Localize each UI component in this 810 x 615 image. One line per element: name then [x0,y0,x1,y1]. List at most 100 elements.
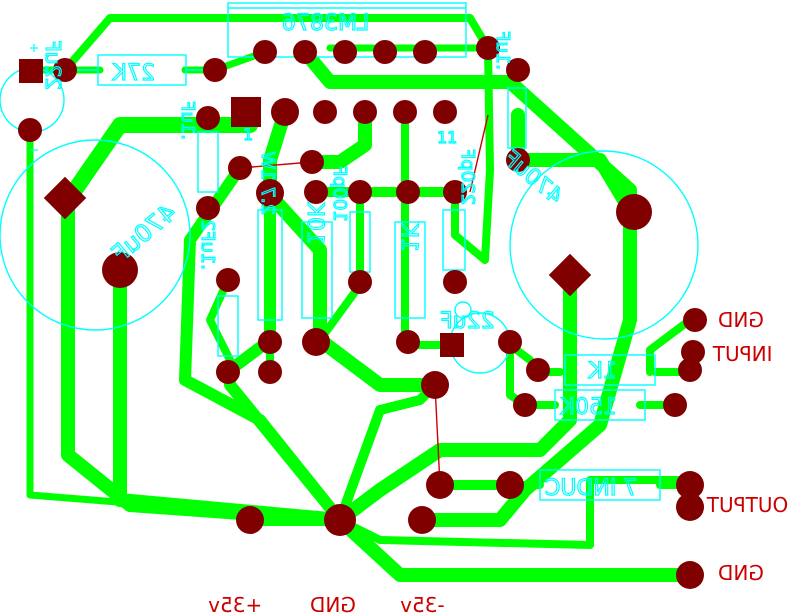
trace [298,45,637,527]
pad [393,100,417,124]
trace [333,513,697,582]
pad [313,100,337,124]
pad [293,40,317,64]
input-label: INPUT [712,342,773,366]
pad [676,561,704,589]
trace [263,105,442,392]
pad [18,118,42,142]
l7induc-label: 7 INDUC [545,476,637,501]
pad [203,58,227,82]
trace [336,476,694,549]
trace [451,44,494,264]
c22uf-left-label: 22uF [41,40,65,90]
pad [196,196,220,220]
silkscreen-outlines [0,2,699,501]
pad [506,148,530,172]
silk-dot [454,301,472,319]
pad [271,98,299,126]
pad [228,156,252,180]
pad [300,150,324,174]
pad [421,371,449,399]
l7induc-outline [539,469,661,501]
pad [353,100,377,124]
r27k-label: 27K [112,61,155,86]
pad [513,393,537,417]
r150k-outline [554,389,646,421]
connector-labels: GND INPUT OUTPUT GND +35v GND -35v [208,308,788,615]
pad [253,40,277,64]
pad [443,270,467,294]
pad [102,252,138,288]
jumper [469,114,489,193]
pad [498,330,522,354]
trace [335,380,440,525]
pad [216,268,240,292]
r10k-outline [301,221,333,319]
pad [506,58,530,82]
v-plus-label: +35v [208,593,262,615]
r1k-right-label: 1K [588,359,617,384]
trace [113,263,347,527]
pad [373,40,397,64]
pad [53,58,77,82]
pad [302,328,330,356]
pad-diamond [548,253,592,297]
v-minus-label: -35v [400,593,445,615]
r10k-label: 10K [302,202,327,245]
c1uf-b-outline [507,87,527,149]
pad [236,506,264,534]
pad [676,493,704,521]
trace [61,14,492,74]
pad [526,358,550,382]
pad [676,471,704,499]
pad [426,471,454,499]
jumper [239,161,313,169]
pad-square [19,59,43,83]
pad [683,308,707,332]
c1uf-a-outline [197,131,219,193]
gnd-top-label: GND [718,308,764,332]
pad [324,504,356,536]
pin-11-label: 11 [437,128,457,147]
ic-label: LM3876 [282,11,369,36]
pad [408,506,436,534]
pad [663,393,687,417]
trace [308,105,372,169]
polarity-marks [30,44,38,151]
pad [256,179,284,207]
pad [258,330,282,354]
trace [333,268,577,527]
pad [413,40,437,64]
c1uf-c-label: .1uF2 [197,220,218,270]
pad [196,106,220,130]
pad [443,180,467,204]
pad [433,100,457,124]
trace [511,108,637,217]
r27-outline [257,209,283,321]
c470uf-left-label: 470uF [107,198,182,268]
pad-square [440,333,464,357]
gnd-mid-label: GND [310,593,356,615]
pad [304,180,328,204]
pad-square [231,97,261,127]
r1k-mid-label: 1K [396,223,421,252]
output-label: OUTPUT [706,493,788,517]
pad [348,270,372,294]
c1uf-b-label: .1uF [492,31,513,70]
pad [258,360,282,384]
c470uf-left-outline [0,139,191,331]
pad [678,358,702,382]
c1uf-a-label: .1uF [177,101,198,140]
c100pf-label: 100pF [329,166,350,222]
pad [216,360,240,384]
c220pf-outline [442,209,466,271]
c1uf-c-outline [217,295,239,357]
gnd-bottom-label: GND [718,561,764,585]
trace [206,276,234,364]
jumper [434,384,441,486]
pad-diamond [43,176,87,220]
pad [476,36,500,60]
pad [348,180,372,204]
pad [616,194,652,230]
